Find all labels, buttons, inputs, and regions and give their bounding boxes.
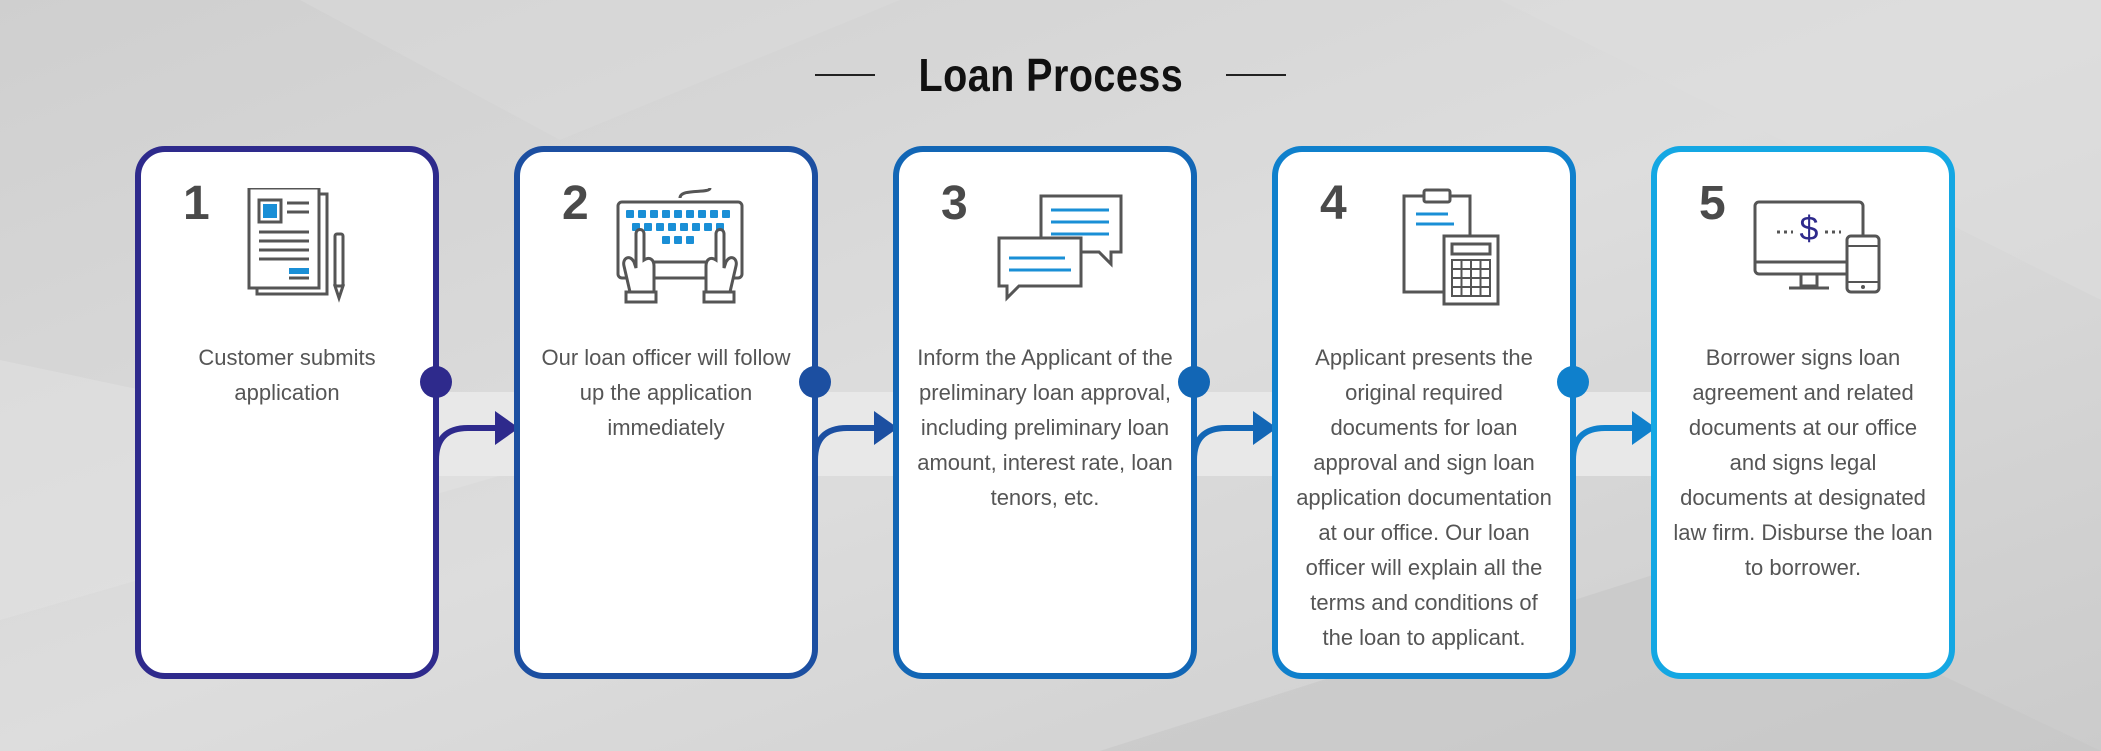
step-number: 5 — [1699, 177, 1726, 230]
page-title: Loan Process — [918, 49, 1183, 101]
connector-arrow-1 — [495, 411, 519, 445]
connector-dot-2 — [799, 366, 831, 398]
step-number: 1 — [183, 177, 210, 230]
title-rule-left — [814, 74, 875, 76]
devices-dollar-icon: $ — [1753, 200, 1881, 294]
step-text: Inform the Applicant of the preliminary … — [917, 345, 1173, 510]
connector-dot-3 — [1178, 366, 1210, 398]
step-card-3: 3 Inform the Applicant of the preliminar… — [893, 146, 1197, 679]
step-card-4: 4 Applicant presents the original requir… — [1272, 146, 1576, 679]
clipboard-calculator-icon — [1402, 188, 1500, 306]
document-icon — [247, 188, 346, 303]
title-area: Loan Process — [0, 40, 2101, 110]
keyboard-hands-icon — [616, 188, 744, 304]
step-card-1: 1 Customer submits application — [135, 146, 439, 679]
connector-dot-4 — [1557, 366, 1589, 398]
connector-dot-1 — [420, 366, 452, 398]
step-card-5: 5 $ Borrower signs loan agreement and re… — [1651, 146, 1955, 679]
step-number: 4 — [1320, 177, 1347, 230]
svg-text:$: $ — [1800, 210, 1819, 248]
step-text: Customer submits application — [198, 345, 376, 405]
step-number: 2 — [562, 177, 589, 230]
connector-arrow-3 — [1253, 411, 1277, 445]
step-card-2: 2 Our loan officer will — [514, 146, 818, 679]
chat-bubbles-icon — [997, 194, 1123, 302]
step-number: 3 — [941, 177, 968, 230]
step-text: Borrower signs loan agreement and relate… — [1673, 345, 1933, 580]
step-text: Applicant presents the original required… — [1296, 345, 1552, 650]
connector-arrow-2 — [874, 411, 898, 445]
title-rule-right — [1226, 74, 1287, 76]
connector-arrow-4 — [1632, 411, 1656, 445]
step-text: Our loan officer will follow up the appl… — [541, 345, 791, 440]
